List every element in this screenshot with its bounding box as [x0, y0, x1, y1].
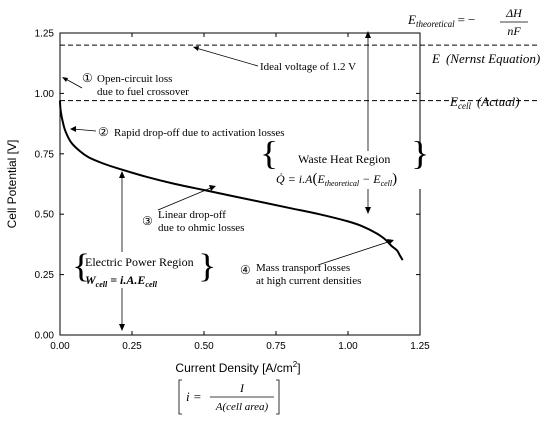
electric-power-brace-left: { — [72, 247, 90, 285]
y-tick-label: 0.25 — [35, 270, 55, 281]
waste-heat-brace-right: } — [411, 134, 429, 172]
annotation-2-arrow — [72, 128, 97, 132]
x-axis-ticks: 0.00 0.25 0.50 0.75 1.00 1.25 — [50, 33, 430, 352]
ideal-voltage-arrowhead — [193, 46, 199, 51]
x-axis-title-superscript: 2 — [293, 360, 298, 369]
y-axis-title: Cell Potential [V] — [5, 140, 19, 229]
annotation-2-arrowhead — [70, 126, 76, 132]
waste-heat-arrowhead-bottom — [365, 207, 371, 214]
annotation-3-arrow — [157, 186, 214, 211]
x-tick-label: 0.50 — [194, 341, 214, 352]
annotation-4-line2: at high current densities — [256, 275, 361, 287]
x-tick-label: 1.00 — [338, 341, 358, 352]
waste-heat-arrowhead-top — [365, 31, 371, 38]
ideal-voltage-label: Ideal voltage of 1.2 V — [260, 61, 356, 73]
annotation-4-line1: Mass transport losses — [256, 262, 350, 274]
waste-heat-title: Waste Heat Region — [298, 152, 390, 166]
annotation-mass-transport: ④ Mass transport losses at high current … — [240, 239, 394, 287]
e-theoretical-numerator: ΔH — [505, 6, 523, 20]
y-axis-ticks: 0.00 0.25 0.50 0.75 1.00 1.25 — [35, 29, 420, 342]
ecell-actual-label: Ecell(Actual) — [449, 94, 520, 111]
annotation-ohmic: ③ Linear drop-off due to ohmic losses — [142, 185, 244, 234]
ideal-voltage-arrow — [195, 47, 259, 67]
annotation-3-line2: due to ohmic losses — [158, 222, 244, 234]
x-axis-title-end: ] — [297, 361, 300, 375]
current-density-denominator: A(cell area) — [215, 401, 269, 413]
waste-heat-brace-left: { — [260, 134, 278, 172]
x-tick-label: 0.75 — [266, 341, 286, 352]
x-tick-label: 0.25 — [122, 341, 142, 352]
e-theoretical-formula: Etheoretical=− ΔH nF — [407, 6, 528, 38]
electric-power-arrow — [119, 171, 125, 331]
annotation-4-arrow — [317, 240, 392, 266]
annotation-1-line2: due to fuel crossover — [97, 86, 189, 98]
annotation-4-number: ④ — [240, 263, 251, 277]
y-tick-label: 0.00 — [35, 331, 55, 342]
svg-text:Etheoretical=−: Etheoretical=− — [407, 12, 475, 29]
current-density-numerator: I — [239, 381, 245, 395]
annotation-2-text: Rapid drop-off due to activation losses — [114, 127, 285, 139]
x-tick-label: 1.25 — [410, 341, 430, 352]
annotation-ideal-voltage: Ideal voltage of 1.2 V — [193, 46, 356, 73]
electric-power-region-box: { } Electric Power Region Wcell = i.A.Ec… — [72, 247, 216, 289]
annotation-open-circuit: ① Open-circuit loss due to fuel crossove… — [62, 71, 189, 98]
current-density-lhs: i = — [186, 389, 202, 404]
annotation-2-number: ② — [98, 125, 109, 139]
y-tick-label: 0.75 — [35, 149, 55, 160]
electric-power-brace-right: } — [198, 247, 216, 285]
annotation-3-line1: Linear drop-off — [158, 209, 226, 221]
waste-heat-region-box: { } Waste Heat Region Q̇ = i.A(Etheoreti… — [258, 134, 429, 189]
electric-power-formula: Wcell = i.A.Ecell — [85, 273, 158, 289]
e-theoretical-denominator: nF — [507, 24, 521, 38]
polarization-curve — [59, 100, 404, 261]
annotation-1-line1: Open-circuit loss — [97, 73, 172, 85]
annotation-3-arrowhead — [209, 185, 216, 191]
annotation-1-number: ① — [82, 71, 93, 85]
annotation-3-number: ③ — [142, 214, 153, 228]
electric-power-title: Electric Power Region — [85, 255, 194, 269]
annotation-4-arrowhead — [387, 239, 394, 245]
y-tick-label: 1.00 — [35, 89, 55, 100]
x-axis-title: Current Density [A/cm2] — [175, 360, 300, 375]
electric-power-arrowhead-bottom — [119, 324, 125, 331]
annotation-activation: ② Rapid drop-off due to activation losse… — [70, 125, 285, 139]
y-tick-label: 1.25 — [35, 29, 55, 40]
nernst-equation-label: E(Nernst Equation) — [431, 51, 540, 66]
x-tick-label: 0.00 — [50, 341, 70, 352]
y-tick-label: 0.50 — [35, 210, 55, 221]
waste-heat-formula: Q̇ = i.A(Etheoretical − Ecell) — [276, 171, 397, 188]
current-density-formula: i = I A(cell area) — [178, 379, 280, 415]
electric-power-arrowhead-top — [119, 171, 125, 178]
annotation-1-arrowhead — [62, 77, 68, 82]
